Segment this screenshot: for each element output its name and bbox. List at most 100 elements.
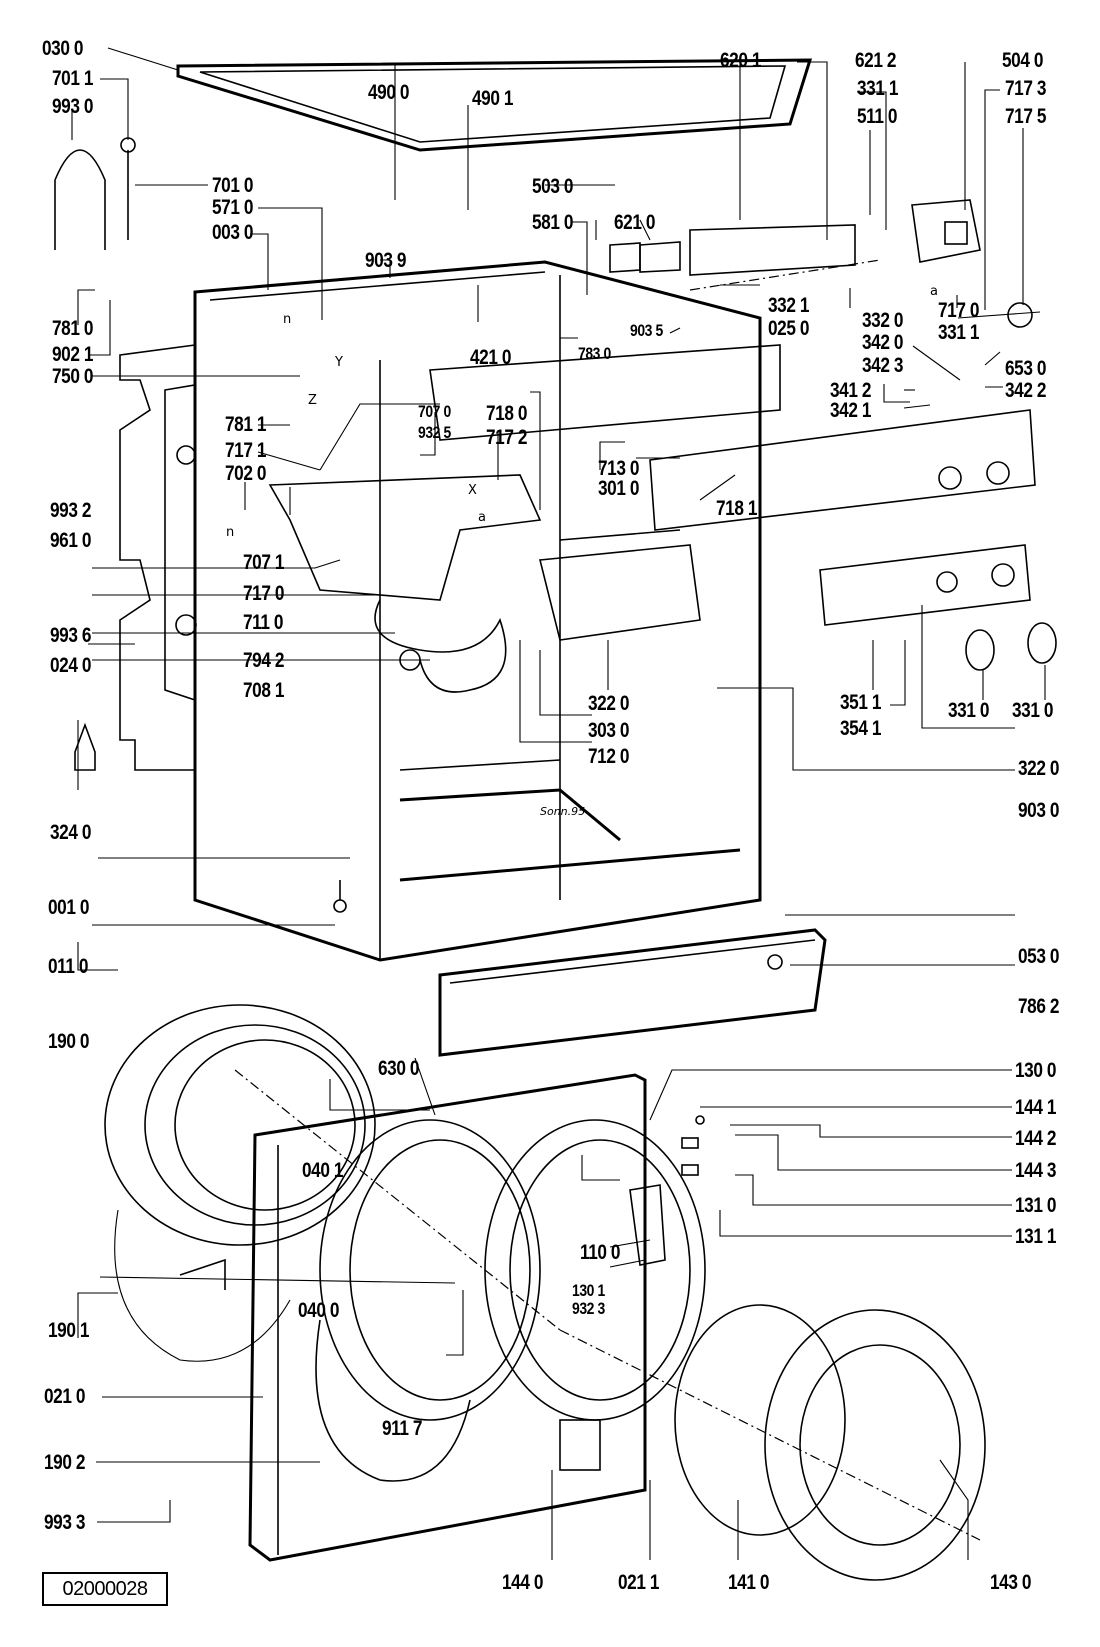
callout-794-2: 794 2 — [243, 649, 285, 672]
callout-701-0: 701 0 — [212, 174, 254, 197]
callout-332-1: 332 1 — [768, 294, 810, 317]
axis-marker-z: Z — [308, 393, 317, 408]
axis-marker-a-tray: a — [478, 510, 486, 525]
callout-911-7: 911 7 — [382, 1417, 423, 1440]
callout-993-6: 993 6 — [50, 624, 92, 647]
callout-332-0: 332 0 — [862, 309, 904, 332]
callout-932-3: 932 3 — [572, 1299, 605, 1318]
callout-717-3: 717 3 — [1005, 77, 1047, 100]
callout-342-3: 342 3 — [862, 354, 904, 377]
callout-621-2: 621 2 — [855, 49, 897, 72]
callout-717-2: 717 2 — [486, 426, 528, 449]
callout-717-0-right: 717 0 — [938, 299, 980, 322]
callout-490-0: 490 0 — [368, 81, 410, 104]
switch-modules-part — [609, 224, 881, 291]
callout-903-5: 903 5 — [630, 321, 663, 340]
callout-718-1: 718 1 — [716, 497, 758, 520]
callout-141-0: 141 0 — [728, 1571, 770, 1594]
axis-marker-y: Y — [335, 355, 343, 370]
cabinet-marking: Sonn.95 — [540, 805, 586, 818]
callout-781-0: 781 0 — [52, 317, 94, 340]
callout-993-0: 993 0 — [52, 95, 94, 118]
callout-342-0: 342 0 — [862, 331, 904, 354]
callout-354-1: 354 1 — [840, 717, 882, 740]
door-glass-part — [234, 1069, 986, 1581]
callout-581-0: 581 0 — [532, 211, 574, 234]
callout-932-5: 932 5 — [418, 423, 451, 442]
callout-503-0: 503 0 — [532, 175, 574, 198]
callout-021-1: 021 1 — [618, 1571, 660, 1594]
callout-750-0: 750 0 — [52, 365, 94, 388]
callout-331-1-right: 331 1 — [938, 321, 980, 344]
callout-190-1: 190 1 — [48, 1319, 90, 1342]
callout-504-0: 504 0 — [1002, 49, 1044, 72]
callout-490-1: 490 1 — [472, 87, 514, 110]
callout-351-1: 351 1 — [840, 691, 882, 714]
callout-322-0-panel: 322 0 — [1018, 757, 1060, 780]
callout-712-0: 712 0 — [588, 745, 630, 768]
callout-110-0: 110 0 — [580, 1241, 621, 1264]
callout-342-1: 342 1 — [830, 399, 872, 422]
hardware-parts — [54, 137, 783, 1290]
callout-130-0: 130 0 — [1015, 1059, 1057, 1082]
callout-040-0: 040 0 — [298, 1299, 340, 1322]
callout-711-0: 711 0 — [243, 611, 284, 634]
door-frame-part — [484, 1119, 706, 1421]
control-panel-part — [429, 344, 1036, 626]
callout-993-3: 993 3 — [44, 1511, 86, 1534]
callout-781-1: 781 1 — [225, 413, 267, 436]
callout-630-0: 630 0 — [378, 1057, 420, 1080]
callout-190-2: 190 2 — [44, 1451, 86, 1474]
callout-341-2: 341 2 — [830, 379, 872, 402]
callout-421-0: 421 0 — [470, 346, 512, 369]
callout-620-1: 620 1 — [720, 49, 762, 72]
plinth-part — [438, 928, 827, 1057]
callout-961-0: 961 0 — [50, 529, 92, 552]
callout-144-1: 144 1 — [1015, 1096, 1057, 1119]
callout-718-0: 718 0 — [486, 402, 528, 425]
callout-331-0-left-knob: 331 0 — [948, 699, 990, 722]
callout-993-2: 993 2 — [50, 499, 92, 522]
callout-025-0: 025 0 — [768, 317, 810, 340]
front-panel-part — [248, 1073, 647, 1562]
callout-707-1: 707 1 — [243, 551, 285, 574]
callout-301-0: 301 0 — [598, 477, 640, 500]
axis-marker-n-lower: n — [226, 525, 235, 540]
callout-131-1: 131 1 — [1015, 1225, 1057, 1248]
callout-701-1: 701 1 — [52, 67, 94, 90]
callout-717-5: 717 5 — [1005, 105, 1047, 128]
callout-001-0: 001 0 — [48, 896, 90, 919]
callout-707-0: 707 0 — [418, 402, 451, 421]
top-lid-part — [176, 58, 813, 152]
callout-011-0: 011 0 — [48, 955, 89, 978]
document-number-box: 02000028 — [42, 1572, 168, 1606]
callout-024-0: 024 0 — [50, 654, 92, 677]
callout-322-0-drawer: 322 0 — [588, 692, 630, 715]
callout-331-0-right-knob: 331 0 — [1012, 699, 1054, 722]
callout-003-0: 003 0 — [212, 221, 254, 244]
callout-786-2: 786 2 — [1018, 995, 1060, 1018]
callout-903-9: 903 9 — [365, 249, 407, 272]
callout-131-0: 131 0 — [1015, 1194, 1057, 1217]
callout-713-0: 713 0 — [598, 457, 640, 480]
programmer-part — [911, 199, 1033, 328]
axis-marker-x: X — [468, 483, 477, 498]
leader-lines — [71, 47, 1046, 1560]
callout-717-0: 717 0 — [243, 582, 285, 605]
callout-653-0: 653 0 — [1005, 357, 1047, 380]
callout-571-0: 571 0 — [212, 196, 254, 219]
side-panel-part — [119, 344, 197, 771]
callout-324-0: 324 0 — [50, 821, 92, 844]
callout-511-0: 511 0 — [857, 105, 898, 128]
axis-marker-n: n — [283, 312, 292, 327]
callout-021-0: 021 0 — [44, 1385, 86, 1408]
callout-040-1: 040 1 — [302, 1159, 344, 1182]
knob-parts — [965, 622, 1057, 671]
callout-783-0: 783 0 — [578, 344, 611, 363]
callout-144-0: 144 0 — [502, 1571, 544, 1594]
callout-053-0: 053 0 — [1018, 945, 1060, 968]
axis-marker-a: a — [930, 284, 938, 299]
callout-130-1: 130 1 — [572, 1281, 605, 1300]
callout-708-1: 708 1 — [243, 679, 285, 702]
